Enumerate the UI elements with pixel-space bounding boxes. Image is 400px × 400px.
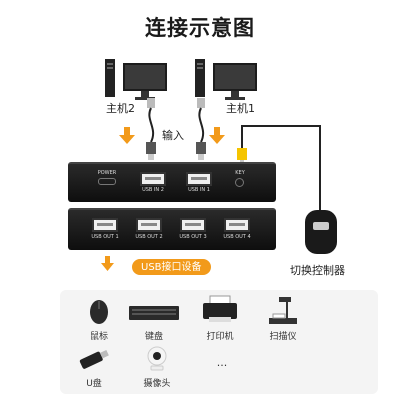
webcam-icon [147,346,167,371]
power-port [98,178,116,185]
device-label: 摄像头 [143,379,171,389]
usb-out-3-port [180,218,206,232]
computer-icon [195,59,257,100]
kvm-switch-output-panel: USB OUT 1 USB OUT 2 USB OUT 3 USB OUT 4 [68,208,276,250]
cable-plug-icon [237,148,247,160]
arrow-down-icon [101,256,114,271]
computer-icon [105,59,167,100]
arrow-down-icon [119,127,135,144]
usb-plug-icon [197,98,205,108]
usb-in-2-label: USB IN 2 [142,187,164,193]
usb-devices-panel: 鼠标 键盘 打印机 扫描仪 U盘 摄像头 ... [60,290,378,394]
kvm-switch-input-panel: POWER USB IN 2 USB IN 1 KEY [68,162,276,202]
arrow-down-icon [209,127,225,144]
switch-controller-label: 切换控制器 [290,264,345,277]
scanner-icon [269,297,297,324]
device-label: 鼠标 [89,332,108,342]
usb-in-1-label: USB IN 1 [188,187,210,193]
usb-in-2-port [140,172,166,186]
more-devices-ellipsis: ... [216,356,228,369]
host-1 [193,55,263,103]
host-1-label: 主机1 [226,102,255,115]
device-label: 键盘 [144,332,163,342]
power-label: POWER [97,170,117,176]
key-label: KEY [235,170,245,176]
usb-out-1-label: USB OUT 1 [91,234,119,240]
device-label: U盘 [86,379,102,389]
usb-out-1-port [92,218,118,232]
host-2-label: 主机2 [106,102,135,115]
usb-devices-badge: USB接口设备 [132,259,211,275]
printer-icon [203,295,237,322]
usb-out-2-port [136,218,162,232]
input-label: 输入 [162,129,184,142]
usb-drive-icon [79,349,109,369]
usb-plug-icon [147,98,155,108]
device-label: 打印机 [206,332,234,342]
usb-out-3-label: USB OUT 3 [179,234,207,240]
host-2 [103,55,173,103]
usb-out-4-port [224,218,250,232]
usb-plug-icon [196,142,206,154]
key-port [235,178,244,187]
usb-out-4-label: USB OUT 4 [223,234,251,240]
keyboard-icon [129,306,179,320]
page-title: 连接示意图 [145,16,255,40]
usb-out-2-label: USB OUT 2 [135,234,163,240]
device-label: 扫描仪 [269,332,297,342]
usb-plug-icon [146,142,156,154]
switch-controller-icon [305,210,337,254]
mouse-icon [90,300,108,324]
usb-in-1-port [186,172,212,186]
